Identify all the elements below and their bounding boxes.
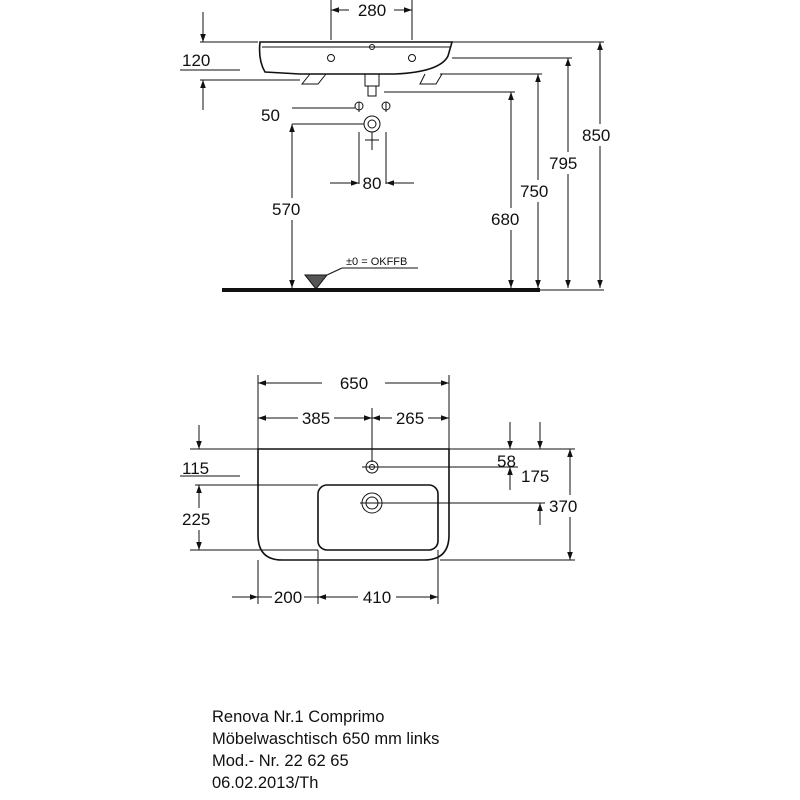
dim-225: 225: [182, 510, 210, 529]
product-name: Renova Nr.1 Comprimo: [212, 708, 385, 726]
drawing-date: 06.02.2013/Th: [212, 774, 319, 792]
side-view: 280 120 50 80 570 680 750 795: [180, 0, 620, 292]
basin-side-profile: [258, 41, 454, 75]
tap-hole-right: [408, 54, 416, 62]
dim-120: 120: [182, 51, 210, 70]
dim-280: 280: [358, 1, 386, 20]
floor-level-symbol: [303, 274, 329, 290]
dim-175: 175: [521, 467, 549, 486]
dim-750: 750: [520, 182, 548, 201]
dim-370: 370: [549, 497, 577, 516]
dim-80: 80: [363, 174, 382, 193]
dim-58: 58: [497, 452, 516, 471]
dim-680: 680: [491, 210, 519, 229]
basin-bowl: [317, 484, 439, 551]
waste-pipe-circle: [363, 115, 381, 133]
dim-265: 265: [396, 409, 424, 428]
basin-top-outline: [257, 448, 450, 561]
top-view: 650 385 265 115 225 58 175: [180, 374, 586, 607]
dim-115: 115: [182, 459, 209, 478]
floor-level-label: ±0 = OKFFB: [346, 256, 407, 268]
title-block: Renova Nr.1 Comprimo Möbelwaschtisch 650…: [212, 706, 439, 794]
dim-200: 200: [274, 588, 302, 607]
tap-hole-center: [369, 44, 375, 50]
dim-850: 850: [582, 126, 610, 145]
tap-hole-left: [327, 54, 335, 62]
dim-795: 795: [549, 154, 577, 173]
model-number: Mod.- Nr. 22 62 65: [212, 752, 349, 770]
drain-stub: [364, 73, 380, 87]
dim-385: 385: [302, 409, 330, 428]
dim-570: 570: [272, 200, 300, 219]
dim-50: 50: [261, 106, 280, 125]
dim-650: 650: [340, 374, 368, 393]
product-description: Möbelwaschtisch 650 mm links: [212, 730, 440, 748]
dim-410: 410: [363, 588, 391, 607]
